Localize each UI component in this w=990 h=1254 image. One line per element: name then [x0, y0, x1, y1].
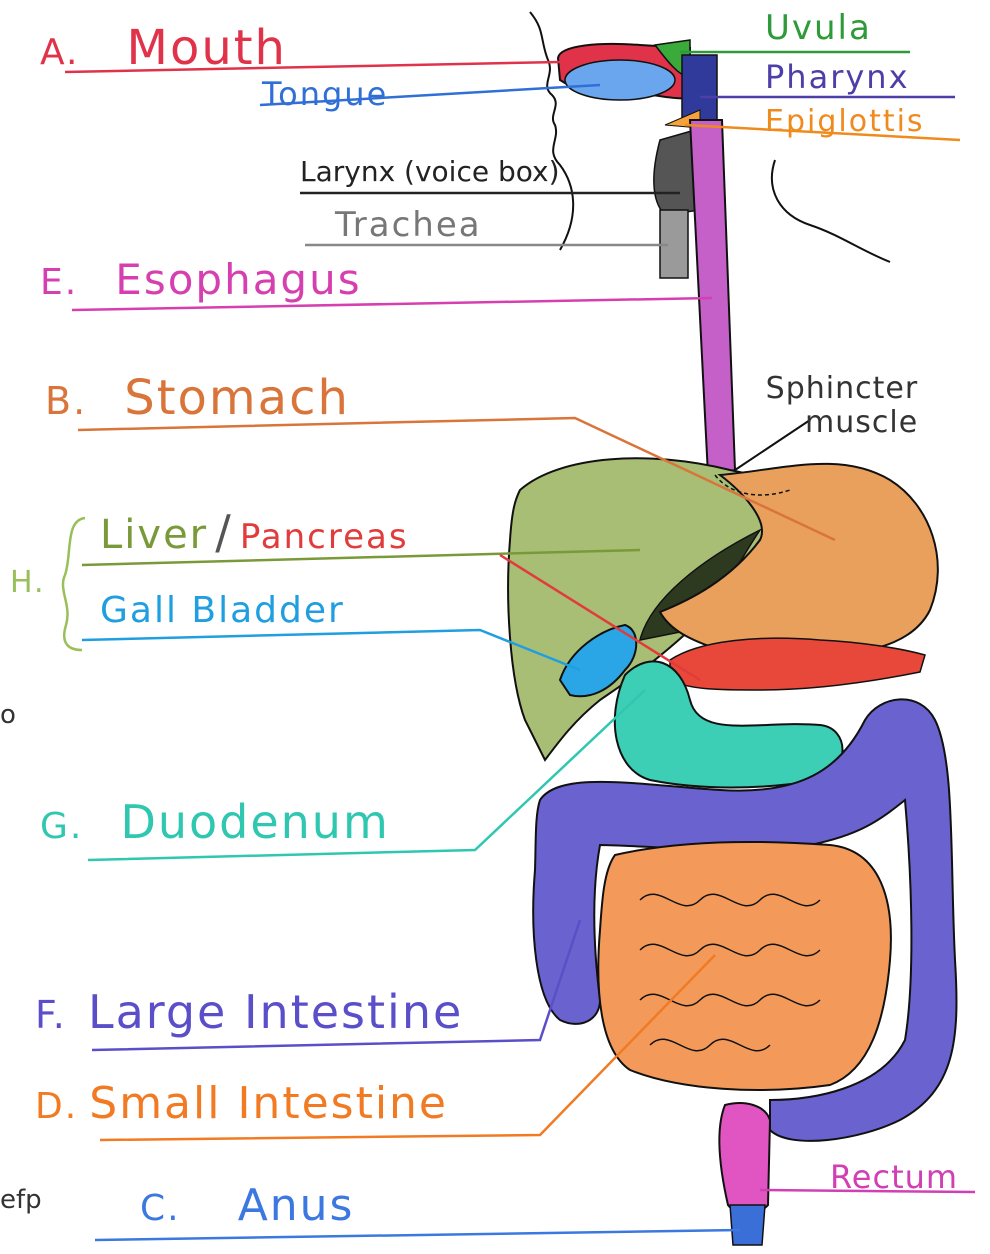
- duodenum-name: Duodenum: [120, 795, 389, 849]
- mouth-name: Mouth: [127, 20, 287, 76]
- liver-name: Liver: [100, 512, 208, 558]
- h-letter: H.: [10, 565, 46, 600]
- mouth-letter: A.: [40, 32, 79, 73]
- small-intestine-name: Small Intestine: [89, 1078, 448, 1129]
- large-intestine-letter: F.: [35, 993, 67, 1037]
- margin-text-top: o: [0, 700, 16, 730]
- gall-bladder-label: Gall Bladder: [100, 590, 345, 631]
- esophagus-label: E. Esophagus: [40, 255, 362, 304]
- anus-leader: [95, 1230, 740, 1240]
- duodenum-letter: G.: [40, 806, 83, 847]
- anus-shape: [730, 1205, 765, 1245]
- pancreas-shape: [670, 638, 925, 690]
- esophagus-letter: E.: [40, 262, 78, 303]
- rectum-label: Rectum: [830, 1158, 958, 1196]
- h-bracket: [63, 518, 85, 650]
- small-intestine-letter: D.: [35, 1086, 78, 1127]
- small-intestine-shape: [598, 842, 891, 1090]
- sphincter-line2: muscle: [760, 406, 918, 440]
- duodenum-label: G. Duodenum: [40, 795, 390, 849]
- stomach-name: Stomach: [124, 370, 350, 426]
- small-intestine-label: D. Small Intestine: [35, 1078, 448, 1129]
- pharynx-label: Pharynx: [765, 58, 910, 96]
- large-intestine-label: F. Large Intestine: [35, 985, 463, 1039]
- anus-name: Anus: [238, 1180, 355, 1231]
- larynx-label: Larynx (voice box): [300, 155, 560, 188]
- tongue-shape: [565, 60, 675, 100]
- epiglottis-label: Epiglottis: [765, 104, 925, 139]
- rectum-shape: [719, 1103, 770, 1212]
- anus-label: C. Anus: [140, 1180, 354, 1231]
- anus-letter: C.: [140, 1188, 181, 1229]
- large-intestine-name: Large Intestine: [88, 985, 463, 1039]
- trachea-label: Trachea: [335, 205, 482, 245]
- sphincter-line1: Sphincter: [760, 372, 918, 406]
- liver-pancreas-label: Liver / Pancreas: [100, 505, 409, 559]
- gall-bladder-leader: [82, 630, 580, 670]
- mouth-label: A. Mouth: [40, 20, 287, 76]
- stomach-label: B. Stomach: [45, 370, 350, 426]
- pancreas-name: Pancreas: [240, 517, 409, 557]
- uvula-label: Uvula: [765, 8, 872, 48]
- margin-text-bottom: efp: [0, 1185, 42, 1215]
- face-profile: [530, 12, 573, 250]
- tongue-label: Tongue: [262, 75, 388, 113]
- esophagus-name: Esophagus: [115, 255, 361, 304]
- sphincter-label: Sphincter muscle: [760, 372, 918, 440]
- stomach-letter: B.: [45, 379, 87, 423]
- slash-mark: /: [215, 505, 233, 559]
- neck-outline: [772, 160, 890, 262]
